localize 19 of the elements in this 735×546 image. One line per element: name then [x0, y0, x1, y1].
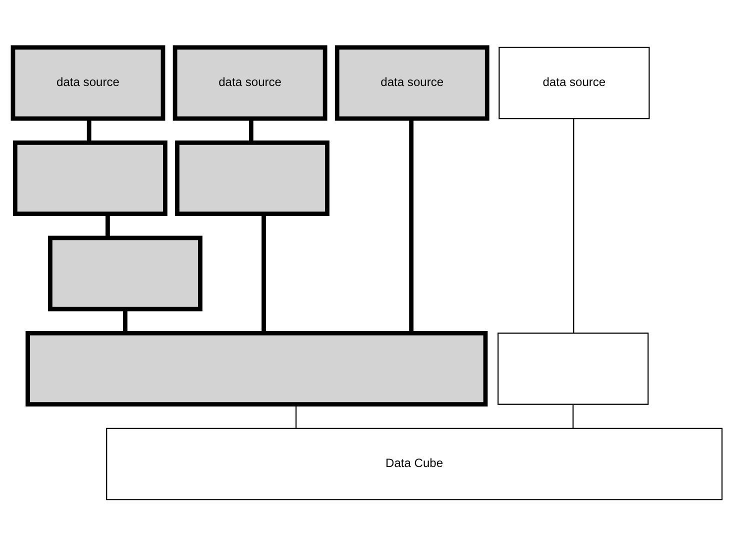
node-box: [48, 235, 202, 311]
node-box: data source: [172, 44, 328, 120]
connector: [248, 118, 254, 142]
node-box: Data Cube: [106, 427, 723, 500]
node-box: data source: [334, 44, 490, 120]
connector: [573, 118, 574, 333]
connector: [262, 214, 266, 333]
node-box: [26, 330, 488, 406]
connector: [409, 118, 414, 333]
connector: [572, 404, 574, 428]
node-box: [13, 140, 168, 216]
node-box: [175, 140, 330, 216]
node-box: data source: [10, 44, 166, 120]
node-box: data source: [498, 46, 650, 119]
connector: [106, 214, 110, 238]
connector: [86, 118, 92, 142]
node-box: [498, 332, 649, 404]
connector: [123, 309, 128, 333]
connector: [296, 404, 297, 428]
